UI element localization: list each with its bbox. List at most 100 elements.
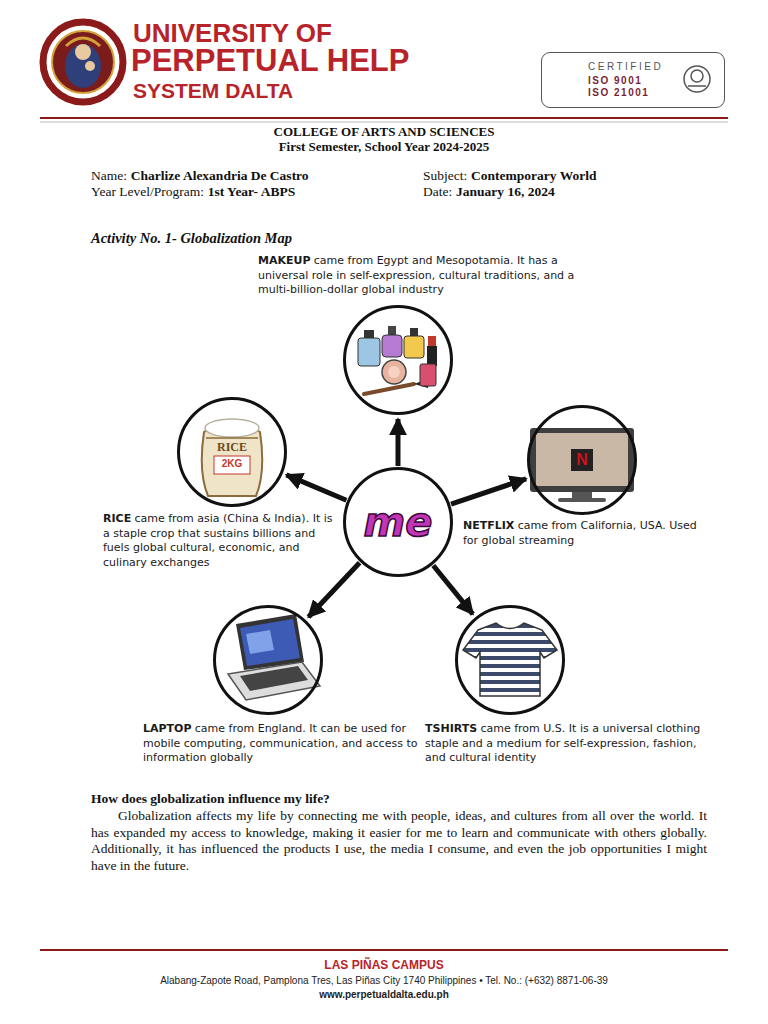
arrow-connector [286,475,346,500]
certification-text: CERTIFIED [588,61,714,73]
center-word: me [364,502,433,542]
television-illustration-part [558,498,606,502]
info-field: Contemporary World [471,168,596,183]
tshirt-illustration-part [463,623,557,696]
laptop-illustration [228,614,320,700]
laptop-illustration-part [228,662,320,700]
university-name-row: PERPETUAL HELP [131,45,409,76]
arrow-connector [433,565,473,614]
caption-heading: LAPTOP [143,722,192,735]
university-logo-part [43,22,123,102]
bureau-veritas-logo-part [688,85,706,87]
laptop-illustration-part [240,666,308,691]
arrow-connector [396,419,401,466]
makeup-illustration-part [364,384,414,394]
caption-heading: NETFLIX [463,519,514,532]
sack-weight-row: 2KG [212,458,252,469]
makeup-illustration-part [364,330,374,338]
television-illustration-part [571,449,593,471]
footer-rule [40,950,728,951]
info-field: Date: [423,184,452,199]
college-heading: COLLEGE OF ARTS AND SCIENCES [274,124,495,139]
info-field: Year Level/Program: [91,184,204,199]
campus-website-row: www.perpetualdalta.edu.ph [0,989,768,1000]
footer-rule-part [40,949,728,951]
certification-text: ISO 9001 [588,75,714,87]
makeup-illustration-part [428,336,436,346]
info-field-row: Name: Charlize Alexandria De Castro [91,168,309,184]
certification-text: ISO 21001 [588,87,714,99]
university-logo-part [66,38,100,46]
university-name: PERPETUAL HELP [131,43,409,78]
caption-text: came from asia (China & India). It is a … [103,512,333,569]
campus-address: Alabang-Zapote Road, Pamplona Tres, Las … [160,975,608,986]
laptop-illustration-part [240,619,300,666]
rice-sack-illustration-part [205,419,259,437]
rice-sack-illustration [202,419,263,496]
university-name-row: UNIVERSITY OF [133,20,332,46]
university-logo [43,22,123,102]
sack-label-row: RICE [202,440,262,455]
bureau-veritas-logo-part [684,66,710,92]
header-rule-part [40,117,728,119]
caption-heading: TSHIRTS [425,722,477,735]
tshirt-illustration [463,623,557,696]
item-circle: RICEcame from asia (China & India). It i… [177,397,287,507]
sack-weight: 2KG [222,458,243,469]
caption-heading: RICE [103,512,131,525]
university-name: SYSTEM DALTA [133,79,293,102]
rice-sack-illustration-part [206,437,258,439]
answer-paragraph: Globalization affects my life by connect… [91,808,707,873]
netflix-logo-row: N [562,450,602,470]
bureau-veritas-logo-part [691,70,703,82]
certification-box: CERTIFIED ISO 9001ISO 21001 [541,52,725,108]
node-caption: MAKEUPcame from Egypt and Mesopotamia. I… [258,254,603,298]
center-label: me [346,470,450,574]
campus-name: LAS PIÑAS CAMPUS [324,958,443,972]
television-illustration-part [536,433,628,486]
laptop-illustration-part [236,614,304,670]
makeup-illustration-part [404,336,424,358]
university-logo-part [75,44,91,60]
television-illustration-part [530,428,634,492]
info-field: Subject: [423,168,467,183]
info-field-row: Year Level/Program: 1st Year- ABPS [91,184,295,200]
university-name-row: SYSTEM DALTA [133,80,293,101]
arrow-connector [308,563,359,617]
makeup-illustration-part [388,366,400,378]
makeup-illustration-part [410,328,418,336]
item-circle: LAPTOPcame from England. It can be used … [213,605,323,715]
semester-heading: First Semester, School Year 2024-2025 [279,139,490,154]
info-field: 1st Year- ABPS [208,184,296,199]
television-illustration-part [572,492,592,498]
makeup-illustration-part [388,326,396,335]
node-caption: LAPTOPcame from England. It can be used … [143,722,418,766]
center-circle: me [343,467,453,577]
question-heading: How does globalization influence my life… [91,791,330,806]
makeup-illustration-part [382,335,402,357]
makeup-illustration-part [382,360,406,384]
info-field: Charlize Alexandria De Castro [131,168,309,183]
university-logo-part [85,61,95,71]
campus-address-row: Alabang-Zapote Road, Pamplona Tres, Las … [0,975,768,986]
makeup-illustration-part [420,364,436,386]
header-rule [40,118,728,122]
bureau-veritas-logo [684,66,710,92]
university-logo-part [65,44,101,88]
semester-heading-row: First Semester, School Year 2024-2025 [0,139,768,155]
info-field: Name: [91,168,127,183]
header-rule-part [40,122,728,123]
netflix-logo: N [576,451,588,468]
makeup-illustration-part [427,346,437,366]
campus-name-row: LAS PIÑAS CAMPUS [0,958,768,972]
info-field: January 16, 2024 [456,184,555,199]
university-logo-part [52,31,114,93]
question-heading-row: How does globalization influence my life… [91,791,330,807]
answer-paragraph-row: Globalization affects my life by connect… [91,808,707,874]
makeup-illustration-part [358,338,380,366]
arrow-connector [451,479,526,504]
node-caption: RICEcame from asia (China & India). It i… [103,512,341,570]
sack-label: RICE [217,440,247,454]
television-illustration [530,428,634,502]
